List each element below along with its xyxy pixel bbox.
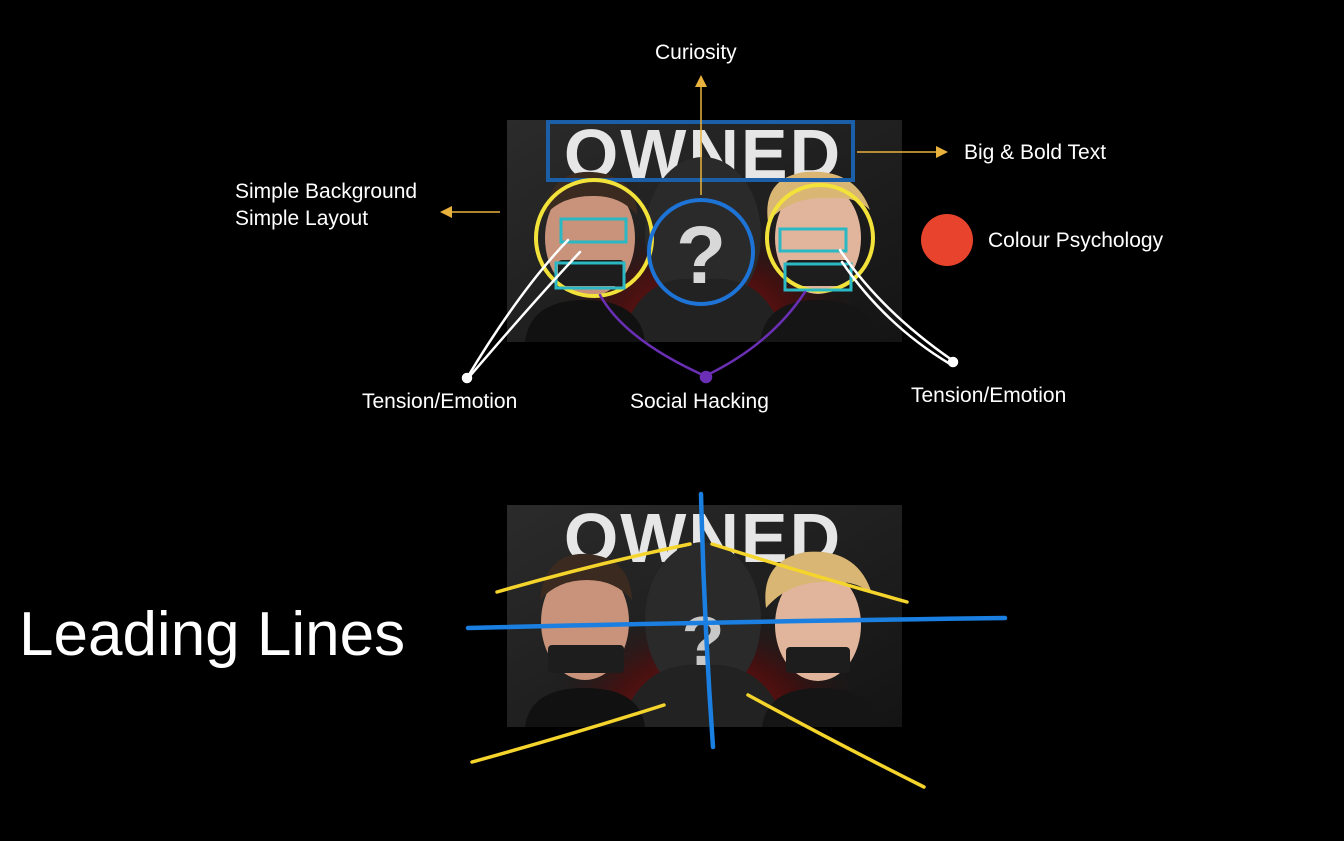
tension-emotion-left-label: Tension/Emotion	[362, 390, 518, 413]
big-bold-text-label: Big & Bold Text	[964, 141, 1107, 164]
leading-lines-yellow	[470, 542, 926, 789]
leading-lines-blue	[465, 491, 1008, 750]
tension-emotion-right-label: Tension/Emotion	[911, 384, 1067, 407]
left-eye-box	[559, 217, 628, 244]
thumbnail-bottom: OWNED ?	[507, 505, 902, 727]
red-dot-icon	[921, 214, 973, 266]
leading-lines-heading: Leading Lines	[19, 600, 406, 669]
question-mark-icon: ?	[676, 210, 726, 301]
tension-left-lines	[461, 238, 582, 384]
social-hacking-lines	[598, 290, 807, 384]
right-mouth-box	[783, 262, 853, 292]
left-mouth-box	[554, 261, 626, 290]
tension-right-lines	[838, 248, 959, 368]
mystery-figure-head	[645, 157, 761, 313]
social-hacking-label: Social Hacking	[630, 390, 769, 413]
simple-background-label: Simple Background	[235, 180, 418, 203]
simple-layout-label: Simple Layout	[235, 207, 369, 230]
question-circle	[647, 198, 755, 306]
curiosity-label: Curiosity	[655, 41, 737, 64]
right-eye-box	[778, 227, 848, 253]
question-mark-icon-bottom: ?	[682, 602, 725, 680]
colour-psychology-label: Colour Psychology	[988, 229, 1164, 252]
